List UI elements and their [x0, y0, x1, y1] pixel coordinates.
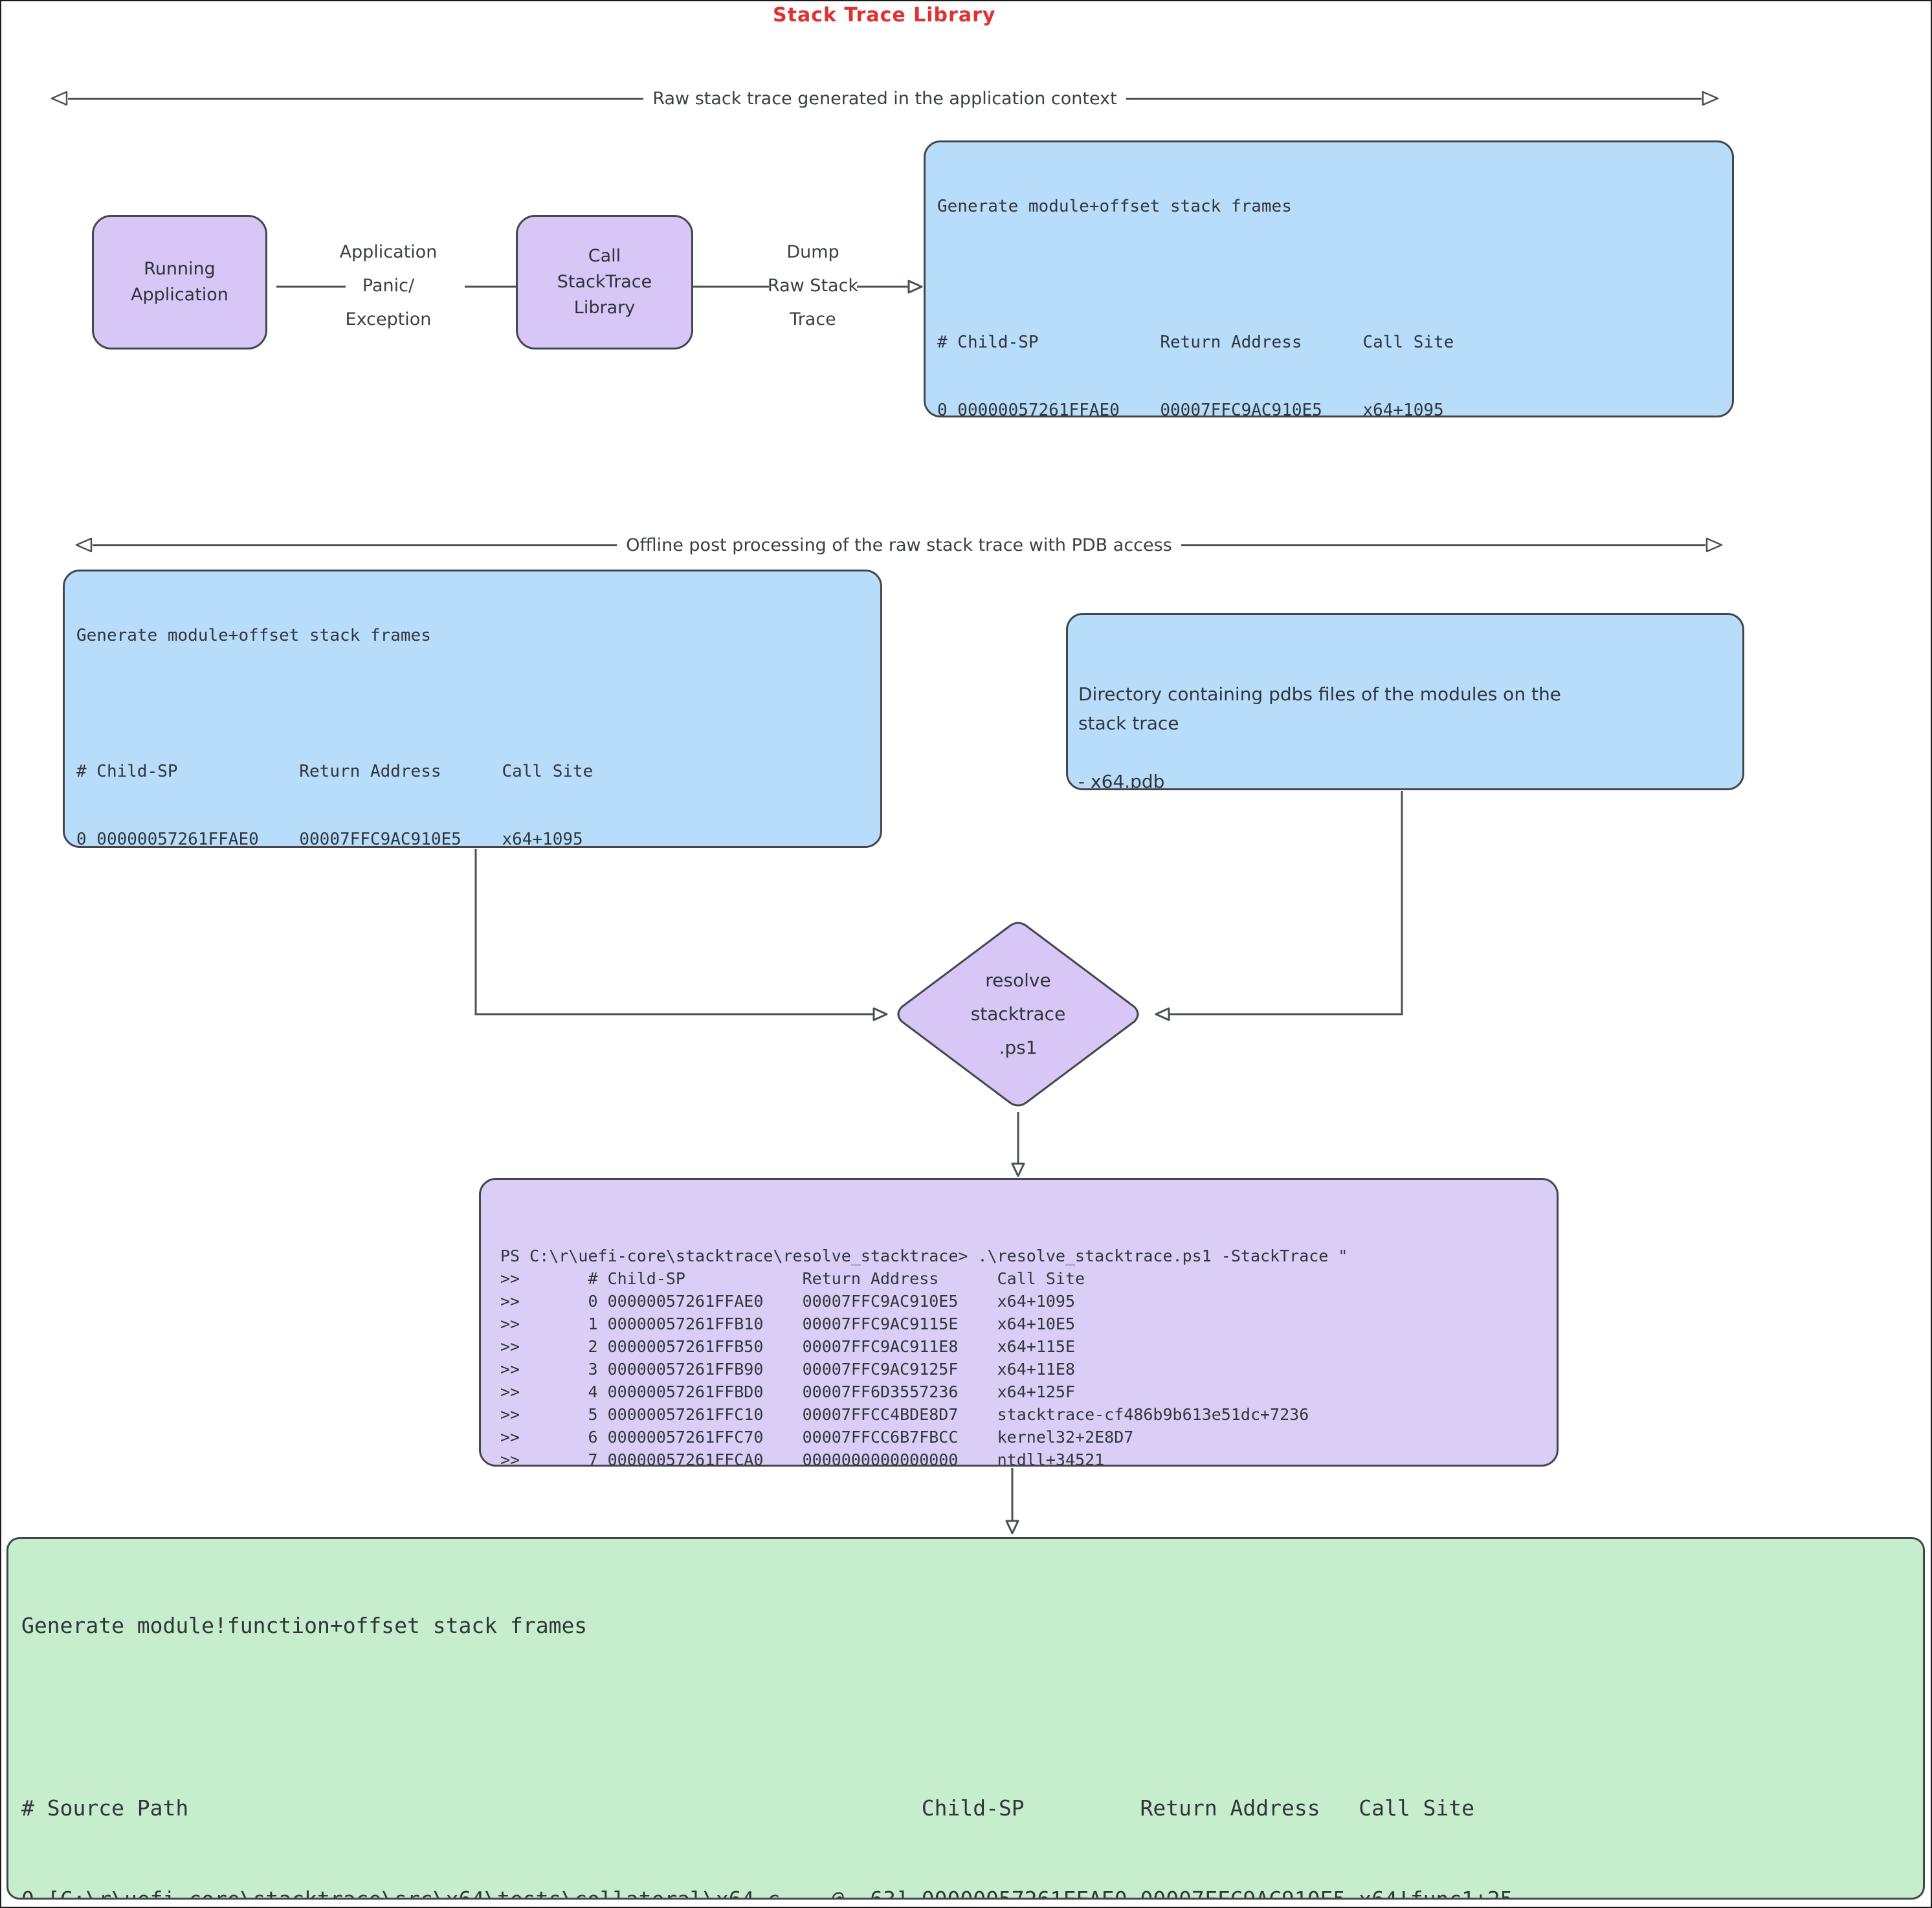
divider-line [68, 97, 644, 100]
edge-label-dump-raw-stack-trace: Dump Raw Stack Trace [767, 242, 859, 329]
blank-line [21, 1702, 1910, 1732]
node-label: Running Application [131, 259, 228, 305]
stack-table-header: # Child-SP Return Address Call Site [76, 762, 594, 781]
divider-line [1181, 544, 1706, 546]
pdb-directory-lines: Directory containing pdbs files of the m… [1078, 683, 1561, 790]
edge-label-application-panic: Application Panic/ Exception [339, 242, 438, 329]
arrowhead-left-icon [50, 91, 68, 106]
stack-table-rows: 0 00000057261FFAE0 00007FFC9AC910E5 x64+… [937, 401, 1444, 417]
diamond-resolve-stacktrace: resolve stacktrace .ps1 [891, 918, 1145, 1111]
blank-line [76, 693, 869, 715]
resolved-table-header: # Source Path Child-SP Return Address Ca… [21, 1795, 1475, 1821]
divider-line [1126, 97, 1702, 100]
node-label: Call StackTrace Library [557, 246, 652, 318]
blank-line [937, 263, 1720, 286]
node-running-application: Running Application [92, 215, 267, 349]
stack-table-rows: 0 00000057261FFAE0 00007FFC9AC910E5 x64+… [76, 830, 583, 848]
diamond-shape [897, 922, 1139, 1107]
diamond-label: resolve stacktrace .ps1 [970, 970, 1066, 1058]
resolved-table-rows: 0 [C:\r\uefi-core\stacktrace\src\x64\tes… [21, 1887, 1513, 1900]
section-label-offline: Offline post processing of the raw stack… [626, 535, 1172, 555]
arrowhead-left-icon [75, 537, 93, 553]
arrowhead-right-icon [1705, 537, 1723, 553]
resolved-trace-terminal: Generate module!function+offset stack fr… [6, 1537, 1925, 1900]
terminal-title: Generate module+offset stack frames [937, 197, 1292, 216]
page-title: Stack Trace Library [773, 4, 996, 27]
raw-trace-terminal-app-context: Generate module+offset stack frames # Ch… [924, 140, 1734, 417]
arrowhead-right-icon [1702, 91, 1719, 106]
divider-line [93, 544, 617, 546]
section-label-raw: Raw stack trace generated in the applica… [652, 88, 1117, 109]
section-header-raw: Raw stack trace generated in the applica… [50, 84, 1720, 113]
raw-trace-terminal-offline: Generate module+offset stack frames # Ch… [63, 570, 882, 848]
pdb-directory-box: Directory containing pdbs files of the m… [1066, 613, 1744, 790]
section-header-offline: Offline post processing of the raw stack… [74, 531, 1724, 559]
powershell-terminal: PS C:\r\uefi-core\stacktrace\resolve_sta… [479, 1178, 1559, 1467]
terminal-title: Generate module+offset stack frames [76, 626, 431, 645]
powershell-output: PS C:\r\uefi-core\stacktrace\resolve_sta… [500, 1247, 1348, 1467]
node-call-stacktrace-library: Call StackTrace Library [516, 215, 693, 349]
stack-table-header: # Child-SP Return Address Call Site [937, 333, 1454, 352]
terminal-title: Generate module!function+offset stack fr… [21, 1613, 588, 1638]
